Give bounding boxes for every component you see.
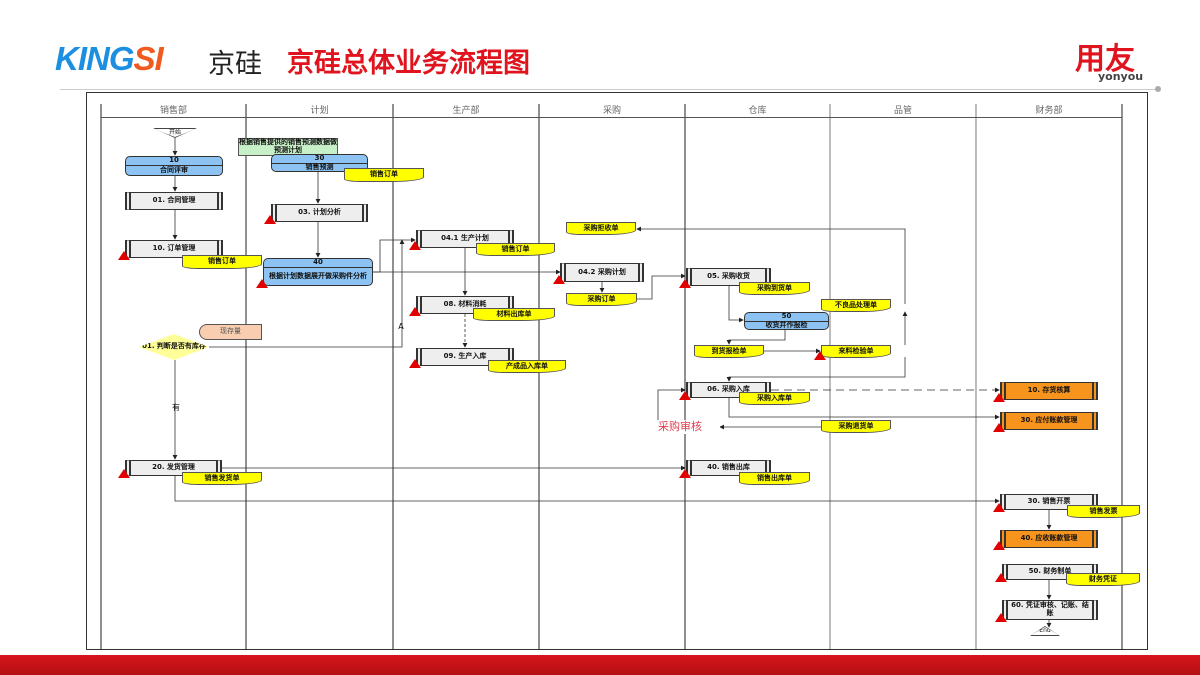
document-node: 采购订单 — [566, 293, 637, 306]
document-node: 销售出库单 — [739, 472, 810, 485]
warning-triangle-icon — [993, 503, 1005, 512]
warning-triangle-icon — [993, 423, 1005, 432]
warning-triangle-icon — [264, 215, 276, 224]
lane-header: 采购 — [539, 104, 685, 118]
warning-triangle-icon — [679, 391, 691, 400]
system-step: 40 根据计划数据展开做采购件分析 — [263, 258, 373, 286]
warning-triangle-icon — [118, 251, 130, 260]
warning-triangle-icon — [553, 275, 565, 284]
lane-header: 仓库 — [685, 104, 830, 118]
step-number: 50 — [745, 312, 828, 322]
warning-triangle-icon — [993, 541, 1005, 550]
warning-triangle-icon — [409, 241, 421, 250]
lane-header: 销售部 — [101, 104, 246, 118]
document-node: 到货报检单 — [694, 345, 764, 358]
warning-triangle-icon — [118, 469, 130, 478]
lane-header: 品管 — [830, 104, 976, 118]
lane-header: 生产部 — [393, 104, 539, 118]
page-title: 京硅总体业务流程图 — [287, 48, 530, 79]
document-node: 采购拒收单 — [566, 222, 636, 235]
edge-label: 有 — [172, 402, 180, 412]
terminator-label: End — [1031, 627, 1059, 635]
footer-bar — [0, 655, 1200, 675]
start-terminator: 开始 — [153, 128, 197, 138]
process-step: 03. 计划分析 — [271, 204, 368, 222]
annotation: 采购审核 — [640, 420, 720, 434]
lane-header: 计划 — [246, 104, 393, 118]
step-label: 销售预测 — [305, 162, 334, 171]
yonyou-logo-en: yonyou — [1098, 70, 1144, 83]
divider-dot — [1155, 86, 1161, 92]
document-node: 销售订单 — [476, 243, 555, 256]
logo-cn: 京硅 — [208, 49, 262, 80]
process-step: 10. 订单管理 — [125, 240, 223, 258]
step-number: 30 — [272, 154, 367, 164]
document-node: 采购到货单 — [739, 282, 810, 295]
warning-triangle-icon — [256, 279, 268, 288]
document-node: 销售订单 — [182, 255, 262, 269]
document-node: 来料检验单 — [821, 345, 891, 358]
flowchart-frame — [86, 92, 1148, 650]
warning-triangle-icon — [409, 307, 421, 316]
data-store: 现存量 — [199, 324, 262, 340]
document-node: 采购入库单 — [739, 392, 810, 405]
step-number: 40 — [264, 258, 372, 268]
finance-step: 10. 存货核算 — [1000, 382, 1098, 400]
document-node: 材料出库单 — [473, 308, 555, 321]
warning-triangle-icon — [995, 573, 1007, 582]
lane-header: 财务部 — [976, 104, 1122, 118]
document-node: 产成品入库单 — [488, 360, 566, 373]
warning-triangle-icon — [679, 469, 691, 478]
step-label: 收货并作报检 — [765, 320, 808, 329]
document-node: 销售订单 — [344, 168, 424, 182]
warning-triangle-icon — [993, 393, 1005, 402]
document-node: 采购退货单 — [821, 420, 891, 433]
document-node: 不良品处理单 — [821, 299, 891, 312]
process-step: 04.2 采购计划 — [560, 263, 644, 282]
divider — [60, 89, 1160, 90]
logo-text: KING — [55, 40, 134, 77]
finance-step: 30. 应付账款管理 — [1000, 412, 1098, 430]
document-node: 销售发货单 — [182, 472, 262, 485]
step-label: 根据计划数据展开做采购件分析 — [269, 271, 367, 280]
document-node: 财务凭证 — [1066, 573, 1140, 586]
terminator-label: 开始 — [154, 129, 196, 137]
yonyou-logo: 用友 — [1075, 42, 1135, 77]
step-label: 合同评审 — [160, 165, 188, 174]
document-node: 销售发票 — [1067, 505, 1140, 518]
kingsi-logo: KINGSI — [55, 40, 164, 78]
step-number: 10 — [126, 156, 222, 166]
process-step: 60. 凭证审核、记账、结账 — [1002, 600, 1098, 620]
warning-triangle-icon — [679, 279, 691, 288]
finance-step: 40. 应收账款管理 — [1000, 530, 1098, 548]
warning-triangle-icon — [409, 359, 421, 368]
warning-triangle-icon — [995, 613, 1007, 622]
warning-triangle-icon — [814, 351, 826, 360]
edge-label: A — [398, 321, 404, 331]
end-terminator: End — [1030, 626, 1060, 636]
process-step: 01. 合同管理 — [125, 192, 223, 210]
logo-text: SI — [133, 40, 164, 77]
